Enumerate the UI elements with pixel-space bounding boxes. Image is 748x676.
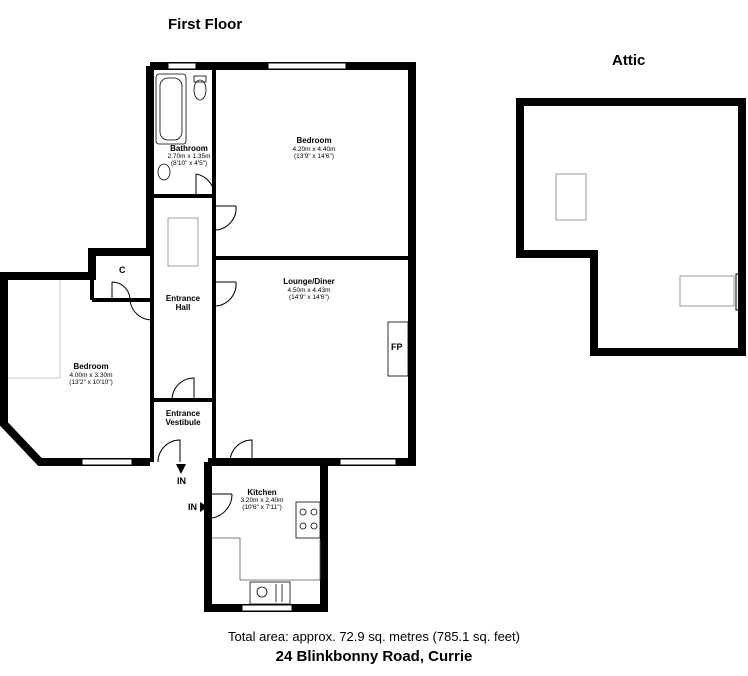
basin xyxy=(157,163,171,181)
wall-top xyxy=(146,62,416,466)
window-kitchen xyxy=(241,604,293,612)
kitchen-entrance-arrow-icon xyxy=(200,502,208,512)
bathroom-name: Bathroom xyxy=(170,144,208,153)
main-entrance-label: IN xyxy=(177,476,186,486)
door-vestibule xyxy=(171,377,195,401)
bedroom-right-imperial: (13'9" x 14'6") xyxy=(294,153,334,160)
kitchen-worktop-right xyxy=(295,501,321,539)
wall-kitchen xyxy=(204,462,328,612)
window-bedroom-left xyxy=(81,458,133,466)
entrance-arrows xyxy=(176,464,208,512)
internal-walls xyxy=(90,66,412,462)
door-bathroom xyxy=(195,173,215,196)
doors xyxy=(111,173,253,519)
door-kitchen-external xyxy=(208,493,233,519)
hall-rug xyxy=(167,217,199,267)
kitchen-worktop xyxy=(212,537,321,581)
bedroom-left-imperial: (13'2" x 10'10") xyxy=(69,379,113,386)
cupboard-label: C xyxy=(119,265,126,275)
fireplace-box xyxy=(387,321,409,377)
fireplace-label: FP xyxy=(391,342,403,352)
door-cupboard xyxy=(111,281,131,301)
lounge-name: Lounge/Diner xyxy=(283,277,335,286)
door-main-entrance xyxy=(157,439,181,463)
window-bath-top xyxy=(167,62,197,70)
door-kitchen-internal xyxy=(229,439,253,463)
fixtures xyxy=(8,73,409,605)
bedroom-right-name: Bedroom xyxy=(296,136,331,145)
attic-title: Attic xyxy=(612,52,646,69)
bathroom-metric: 2.70m x 1.35m xyxy=(168,153,211,160)
lounge-imperial: (14'9" x 14'6") xyxy=(289,294,329,301)
door-bedroom-right xyxy=(214,205,237,231)
main-entrance-arrow-icon xyxy=(176,464,186,474)
entrance-vestibule-line1: Entrance xyxy=(166,409,201,418)
door-left-bedroom xyxy=(129,299,153,321)
bedroom-left-name: Bedroom xyxy=(73,362,108,371)
floor-title: First Floor xyxy=(168,16,243,33)
attic-skylights xyxy=(555,173,735,307)
window-bedroom-top xyxy=(267,62,347,70)
external-walls xyxy=(0,62,416,612)
lounge-metric: 4.50m x 4.43m xyxy=(288,287,331,294)
bathtub xyxy=(155,73,187,145)
wall-left-bedroom xyxy=(0,248,150,466)
total-area: Total area: approx. 72.9 sq. metres (785… xyxy=(228,629,520,644)
entrance-hall-line2: Hall xyxy=(176,303,191,312)
entrance-vestibule-line2: Vestibule xyxy=(165,418,201,427)
kitchen-imperial: (10'6" x 7'11") xyxy=(242,504,282,511)
room-labels: Bedroom 4.20m x 4.40m (13'9" x 14'6") Ba… xyxy=(69,136,402,512)
left-bedroom-eaves xyxy=(8,280,61,379)
kitchen-entrance-label: IN xyxy=(188,502,197,512)
kitchen-metric: 3.20m x 2.40m xyxy=(241,497,284,504)
entrance-hall-line1: Entrance xyxy=(166,294,201,303)
kitchen-name: Kitchen xyxy=(247,488,276,497)
toilet xyxy=(193,79,207,101)
door-lounge xyxy=(214,281,237,307)
bathroom-imperial: (8'10" x 4'5") xyxy=(171,160,207,167)
address: 24 Blinkbonny Road, Currie xyxy=(275,648,473,665)
window-lounge xyxy=(339,458,397,466)
bedroom-right-metric: 4.20m x 4.40m xyxy=(293,146,336,153)
bedroom-left-metric: 4.00m x 3.30m xyxy=(70,372,113,379)
kitchen-sink xyxy=(249,581,291,605)
attic-outline xyxy=(516,98,746,356)
